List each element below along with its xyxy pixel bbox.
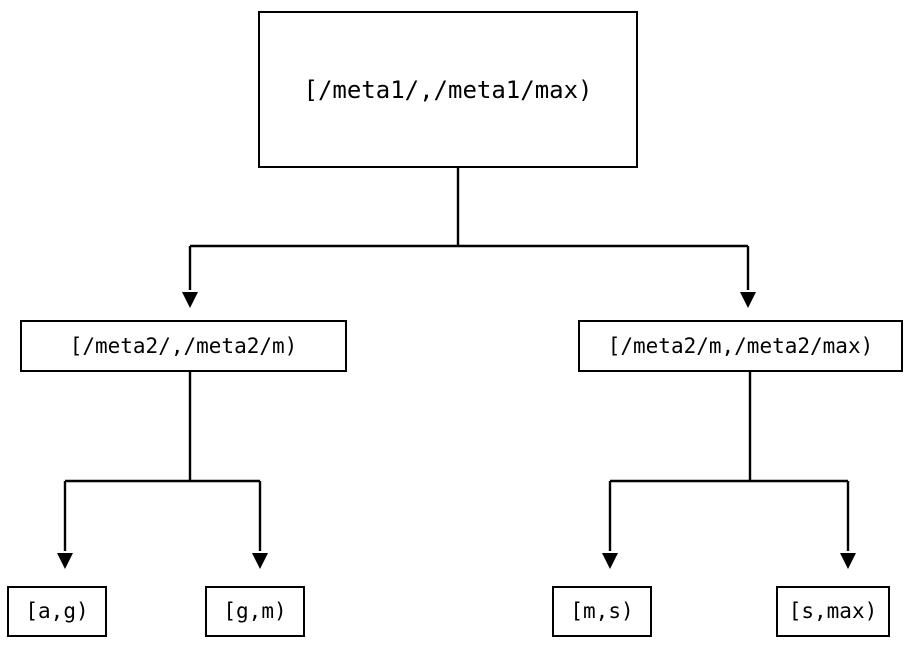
node-leaf-2[interactable]: [m,s) bbox=[552, 586, 652, 637]
arrowhead-mid-left-to-leaf-0 bbox=[57, 553, 73, 569]
node-root-label: [/meta1/,/meta1/max) bbox=[303, 75, 593, 104]
node-mid-left-label: [/meta2/,/meta2/m) bbox=[69, 333, 298, 358]
node-root[interactable]: [/meta1/,/meta1/max) bbox=[258, 11, 638, 168]
node-leaf-0-label: [a,g) bbox=[25, 599, 89, 623]
arrowhead-mid-right-to-leaf-3 bbox=[840, 553, 856, 569]
arrowhead-root-to-mid-left bbox=[182, 292, 198, 308]
node-mid-right-label: [/meta2/m,/meta2/max) bbox=[607, 333, 874, 358]
node-leaf-3-label: [s,max) bbox=[788, 599, 878, 623]
node-leaf-3[interactable]: [s,max) bbox=[776, 586, 890, 637]
node-leaf-1[interactable]: [g,m) bbox=[205, 586, 305, 637]
node-leaf-2-label: [m,s) bbox=[570, 599, 634, 623]
arrowhead-mid-left-to-leaf-1 bbox=[252, 553, 268, 569]
node-mid-right[interactable]: [/meta2/m,/meta2/max) bbox=[578, 320, 903, 372]
arrowhead-root-to-mid-right bbox=[740, 292, 756, 308]
node-leaf-0[interactable]: [a,g) bbox=[7, 586, 107, 637]
node-leaf-1-label: [g,m) bbox=[223, 599, 287, 623]
node-mid-left[interactable]: [/meta2/,/meta2/m) bbox=[20, 320, 347, 372]
arrowhead-mid-right-to-leaf-2 bbox=[602, 553, 618, 569]
